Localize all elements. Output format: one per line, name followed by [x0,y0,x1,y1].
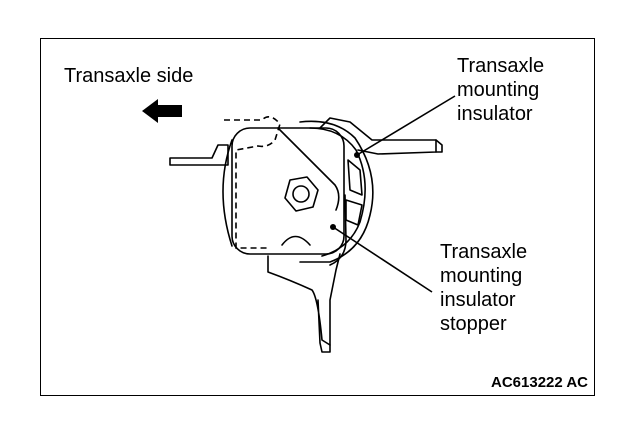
insulator-label: Transaxle mounting insulator [457,55,545,125]
leader-stopper [332,226,433,293]
pad-upper [347,159,363,196]
body-inner-line [277,127,340,211]
lower-bracket-leg [267,255,331,353]
figure-code: AC613222 AC [491,374,588,391]
hidden-outline [224,116,281,249]
bolt-hex [284,176,319,212]
body-left-curve [222,139,233,247]
stopper-label: Transaxle mounting insulator stopper [440,241,528,335]
pad-lower [345,199,363,226]
arrow-left-icon [142,99,182,123]
stopper-wall [329,194,347,266]
bolt-center [292,185,310,203]
left-bracket-arm [169,144,229,166]
right-bracket-arm [319,117,437,155]
leader-insulator [356,95,456,156]
leader-dot-stopper [330,224,336,230]
arm-end-tab [435,139,443,153]
insulator-shell [299,120,374,263]
transaxle-side-label: Transaxle side [64,65,194,87]
lower-bracket-edge [329,253,341,346]
body-notch [281,235,311,246]
leader-dot-insulator [354,152,360,158]
